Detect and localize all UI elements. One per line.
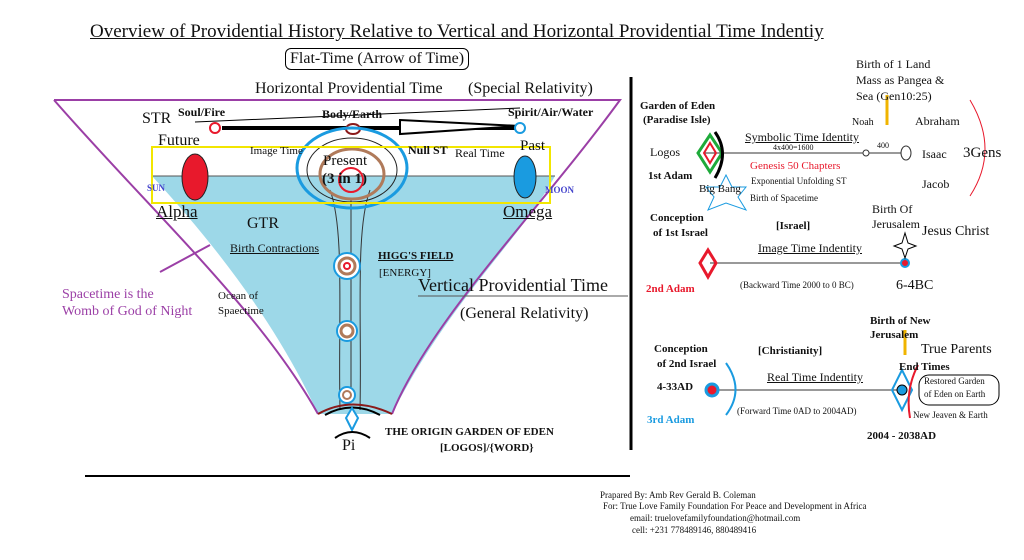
jerusalem-star [892, 231, 918, 260]
three-in-one-label: (3 in 1) [322, 171, 367, 187]
logos-label: Logos [650, 145, 680, 159]
gtr-label: GTR [247, 215, 279, 232]
pangea-line3: Sea (Gen10:25) [856, 89, 932, 103]
israel-label: [Israel] [776, 220, 811, 232]
end-times-diamond [890, 367, 914, 413]
origin-label-line1: THE ORIGIN GARDEN OF EDEN [385, 426, 554, 438]
horizontal-time-label: Horizontal Providential Time [255, 80, 443, 97]
null-st-label: Null ST [408, 143, 448, 157]
omega-label: Omega [503, 202, 553, 221]
first-adam-label: 1st Adam [648, 170, 693, 182]
birth-new-jerusalem-line2: Jerusalem [870, 329, 919, 341]
ad-label: 4-33AD [657, 381, 694, 393]
eden-diamond [696, 132, 724, 175]
flat-time-label: Flat-Time (Arrow of Time) [285, 48, 470, 70]
soul-fire-label: Soul/Fire [178, 105, 226, 119]
higgs-field-label: HIGG'S FIELD [378, 250, 454, 262]
big-bang-star [704, 173, 748, 211]
higgs-nodes [333, 252, 361, 404]
pangea-line1: Birth of 1 Land [856, 57, 931, 71]
moon-label: MOON [545, 185, 574, 195]
three-gens-label: 3Gens [963, 145, 1002, 161]
real-time-label: Real Time [455, 146, 505, 160]
ocean-label-line1: Ocean of [218, 290, 259, 302]
birth-contractions-label: Birth Contractions [230, 241, 319, 255]
page-title: Overview of Providential History Relativ… [90, 21, 824, 42]
jesus-christ-label: Jesus Christ [922, 224, 990, 239]
restored-box [918, 374, 1000, 406]
four-hundred-label: 400 [877, 141, 889, 150]
birth-new-jerusalem-line1: Birth of New [870, 315, 931, 327]
true-parents-label: True Parents [921, 342, 992, 357]
calc-label: 4x400=1600 [773, 143, 814, 152]
garden-of-eden-line2: (Paradise Isle) [643, 114, 711, 126]
womb-label-line1: Spacetime is the [62, 287, 154, 302]
years-label: 2004 - 2038AD [867, 430, 937, 442]
second-adam-label: 2nd Adam [646, 283, 695, 295]
end-times-label: End Times [899, 361, 950, 373]
conception-2-line1: Conception [654, 343, 708, 355]
restored-garden-line2: of Eden on Earth [924, 389, 986, 399]
exponential-label: Exponential Unfolding ST [751, 176, 847, 186]
general-relativity-label: (General Relativity) [460, 305, 589, 322]
womb-outline [53, 99, 622, 415]
israel-diamond [698, 247, 718, 281]
backward-time-label: (Backward Time 2000 to 0 BC) [740, 280, 854, 290]
present-label: Present [323, 153, 368, 169]
new-heaven-label: New Jeaven & Earth [913, 410, 988, 420]
noah-label: Noah [852, 117, 874, 128]
footer-email: email: truelovefamilyfoundation@hotmail.… [630, 513, 801, 523]
isaac-label: Isaac [922, 147, 947, 161]
body-earth-label: Body/Earth [322, 107, 383, 121]
pangea-line2: Mass as Pangea & [856, 73, 945, 87]
birth-spacetime-label: Birth of Spacetime [750, 193, 818, 203]
big-bang-label: Big Bang [699, 183, 741, 195]
conception-1-line2: of 1st Israel [653, 227, 708, 239]
footer-for: For: True Love Family Foundation For Pea… [603, 501, 867, 511]
conception-2-line2: of 2nd Israel [657, 358, 717, 370]
origin-diamond [344, 406, 360, 433]
origin-label-line2: [LOGOS]/{WORD} [440, 442, 534, 454]
future-label: Future [158, 132, 200, 149]
footer-cell: cell: +231 778489146, 880489416 [632, 525, 757, 535]
pi-label: Pi [342, 437, 356, 454]
footer-prepared-by: Prapared By: Amb Rev Gerald B. Coleman [600, 490, 756, 500]
spacetime-fill [152, 176, 555, 414]
conception-1-line1: Conception [650, 212, 704, 224]
image-time-label: Image Time [250, 145, 303, 157]
birth-jerusalem-line2: Jerusalem [872, 217, 920, 231]
abraham-label: Abraham [915, 114, 960, 128]
womb-label-line2: Womb of God of Night [62, 304, 193, 319]
forward-time-label: (Forward Time 0AD to 2004AD) [737, 406, 857, 416]
alpha-label: Alpha [156, 202, 198, 221]
vertical-time-label: Vertical Providential Time [418, 275, 608, 295]
real-time-identity-label: Real Time Indentity [767, 370, 863, 384]
omega-moon [513, 155, 537, 199]
christianity-label: [Christianity] [758, 345, 823, 357]
symbolic-time-label: Symbolic Time Identity [745, 130, 860, 144]
past-label: Past [520, 138, 546, 154]
ocean-label-line2: Spaectime [218, 305, 264, 317]
null-st-frame [151, 146, 551, 204]
sun-label: SUN [147, 183, 166, 193]
jacob-label: Jacob [922, 177, 950, 191]
alpha-sun [181, 153, 209, 201]
third-adam-label: 3rd Adam [647, 414, 695, 426]
image-time-identity-label: Image Time Indentity [758, 241, 862, 255]
genesis-label: Genesis 50 Chapters [750, 160, 841, 172]
str-label: STR [142, 110, 172, 127]
bc-label: 6-4BC [896, 278, 934, 293]
garden-of-eden-line1: Garden of Eden [640, 100, 716, 112]
birth-jerusalem-line1: Birth Of [872, 202, 913, 216]
restored-garden-line1: Restored Garden [924, 376, 985, 386]
spirit-air-water-label: Spirit/Air/Water [508, 105, 594, 119]
energy-label: [ENERGY] [379, 267, 431, 279]
special-relativity-label: (Special Relativity) [468, 80, 593, 97]
